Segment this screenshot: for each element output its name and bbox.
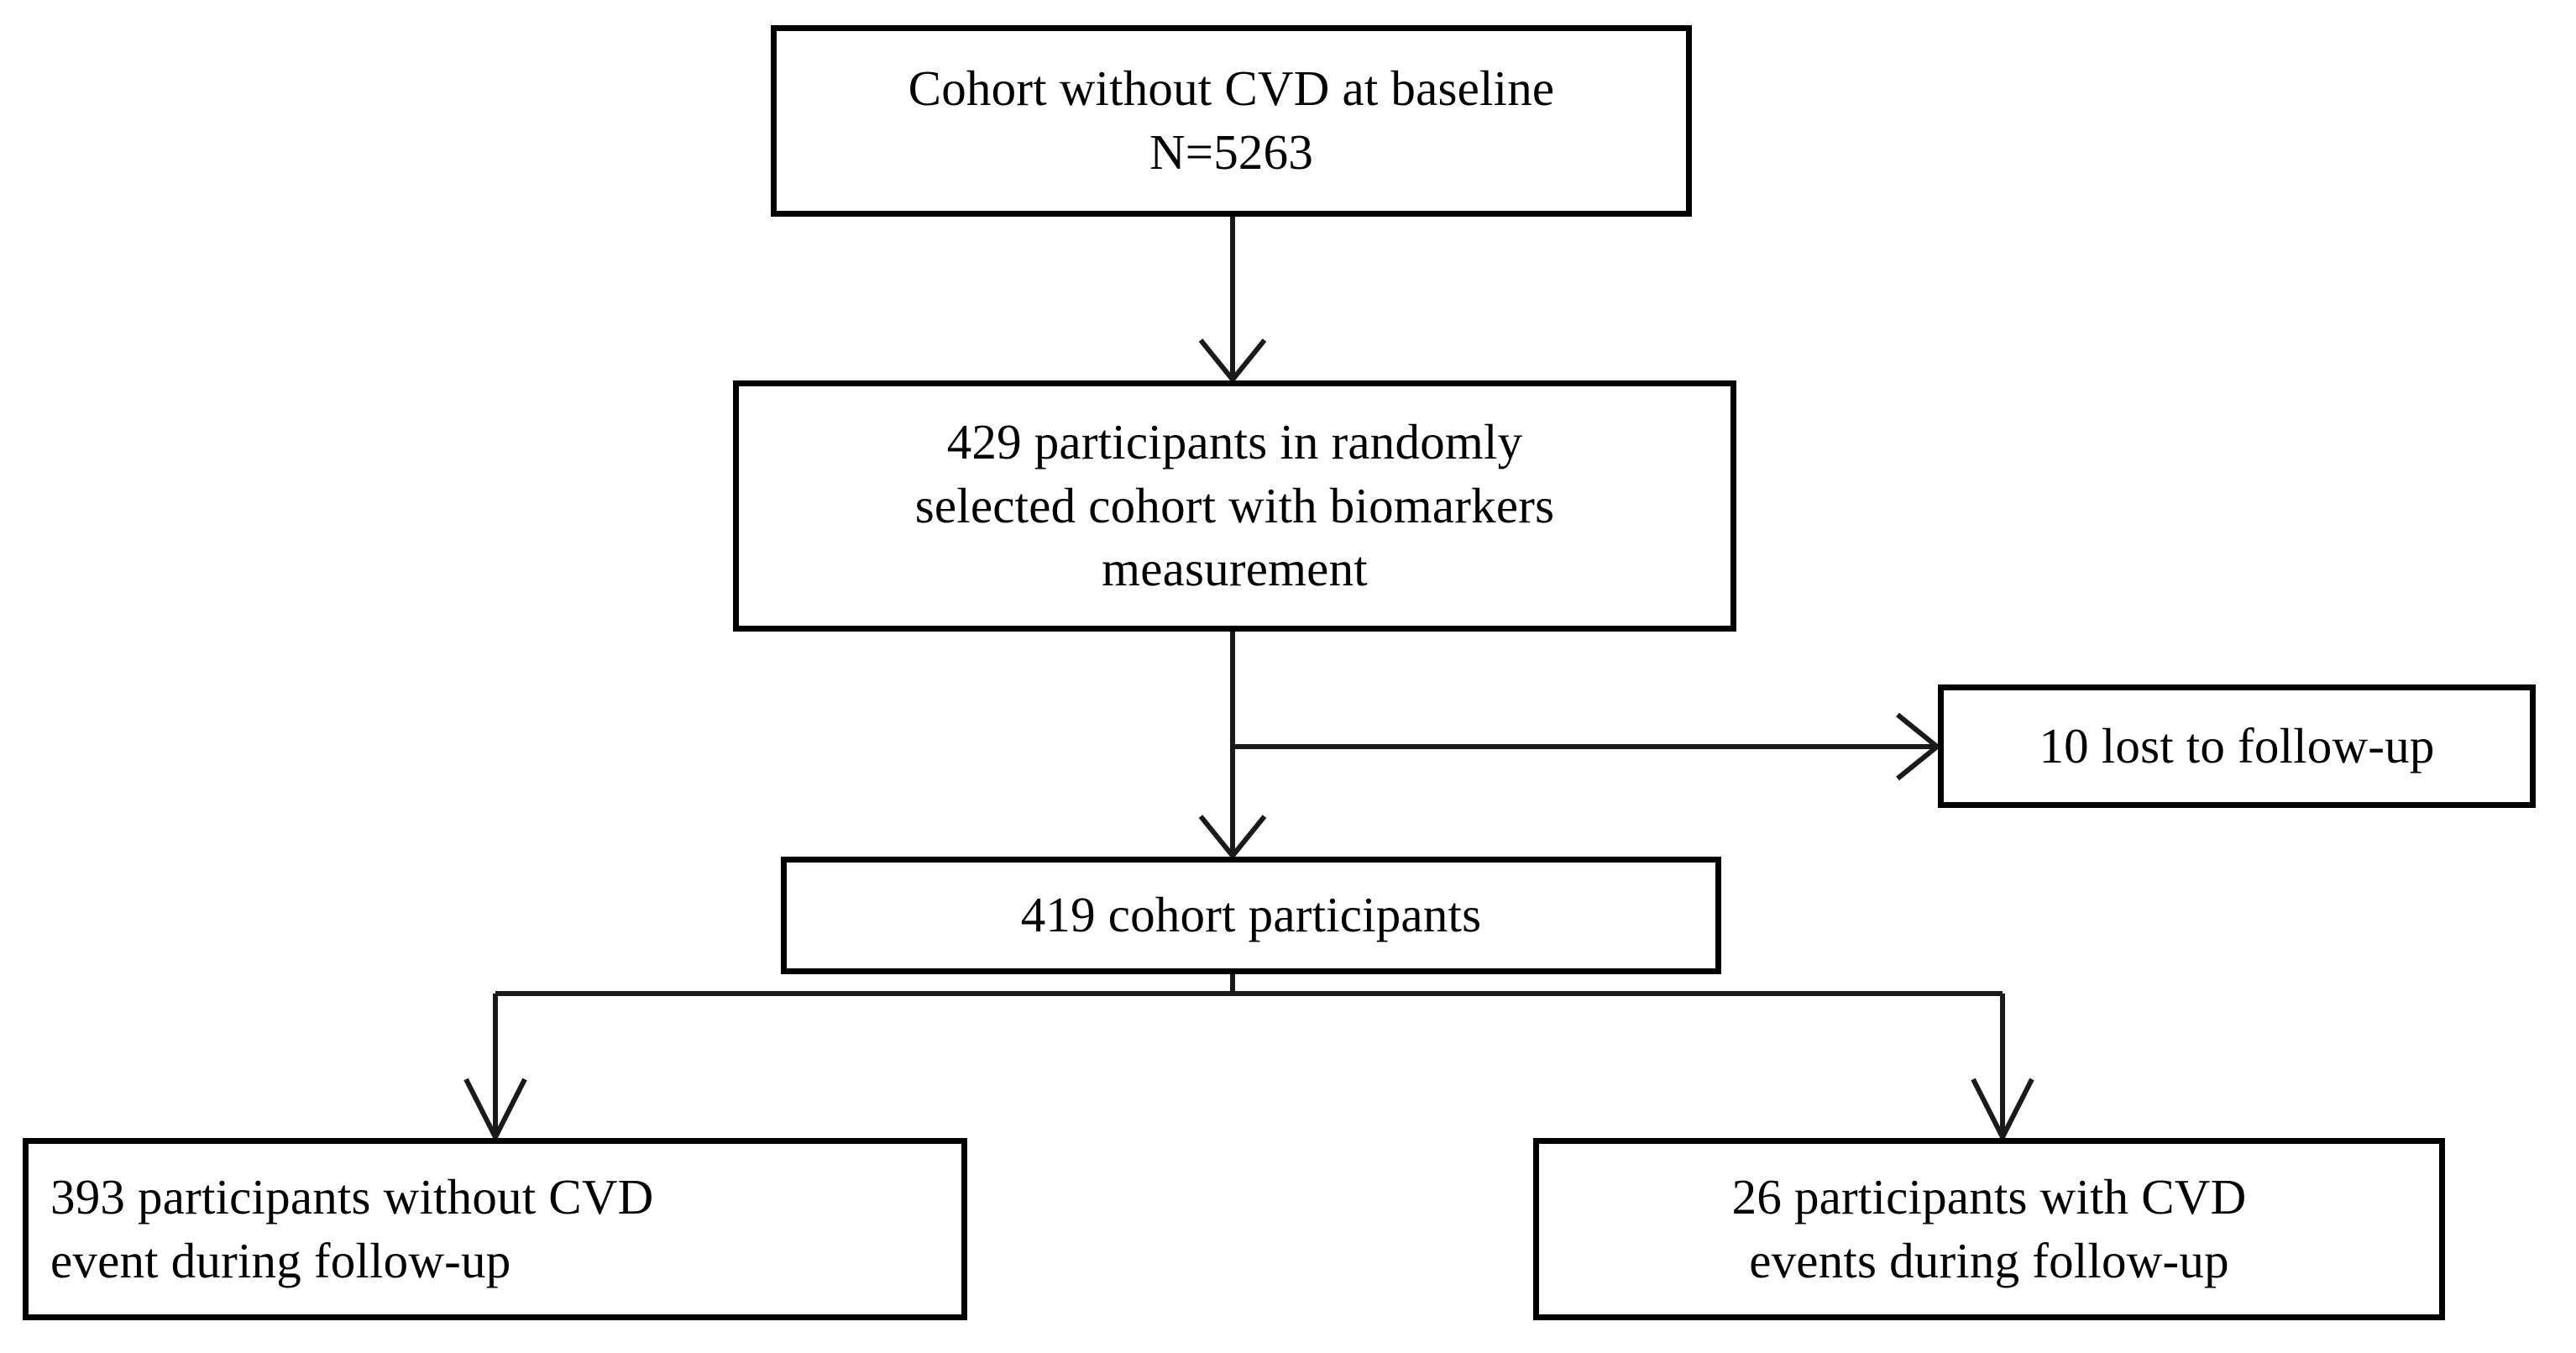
node-cohort-419-label: 419 cohort participants <box>1020 887 1482 943</box>
node-cvd-event: 26 participants with CVD events during f… <box>1533 1138 2445 1320</box>
node-baseline-cohort-label: Cohort without CVD at baseline N=5263 <box>908 60 1555 180</box>
node-biomarker-cohort: 429 participants in randomly selected co… <box>733 380 1736 632</box>
edge-419-split <box>463 974 2034 1143</box>
node-lost-followup-label: 10 lost to follow-up <box>2039 717 2435 774</box>
node-no-cvd-event: 393 participants without CVD event durin… <box>23 1138 967 1320</box>
node-biomarker-cohort-label: 429 participants in randomly selected co… <box>914 414 1555 597</box>
node-lost-followup: 10 lost to follow-up <box>1938 684 2536 808</box>
edge-biomarker-to-lost <box>1233 712 1941 781</box>
edge-baseline-to-biomarker <box>1198 217 1267 384</box>
node-baseline-cohort: Cohort without CVD at baseline N=5263 <box>771 25 1692 217</box>
node-no-cvd-event-label: 393 participants without CVD event durin… <box>50 1168 654 1288</box>
node-cohort-419: 419 cohort participants <box>781 857 1721 974</box>
edge-biomarker-to-419 <box>1198 632 1267 860</box>
node-cvd-event-label: 26 participants with CVD events during f… <box>1731 1168 2247 1288</box>
